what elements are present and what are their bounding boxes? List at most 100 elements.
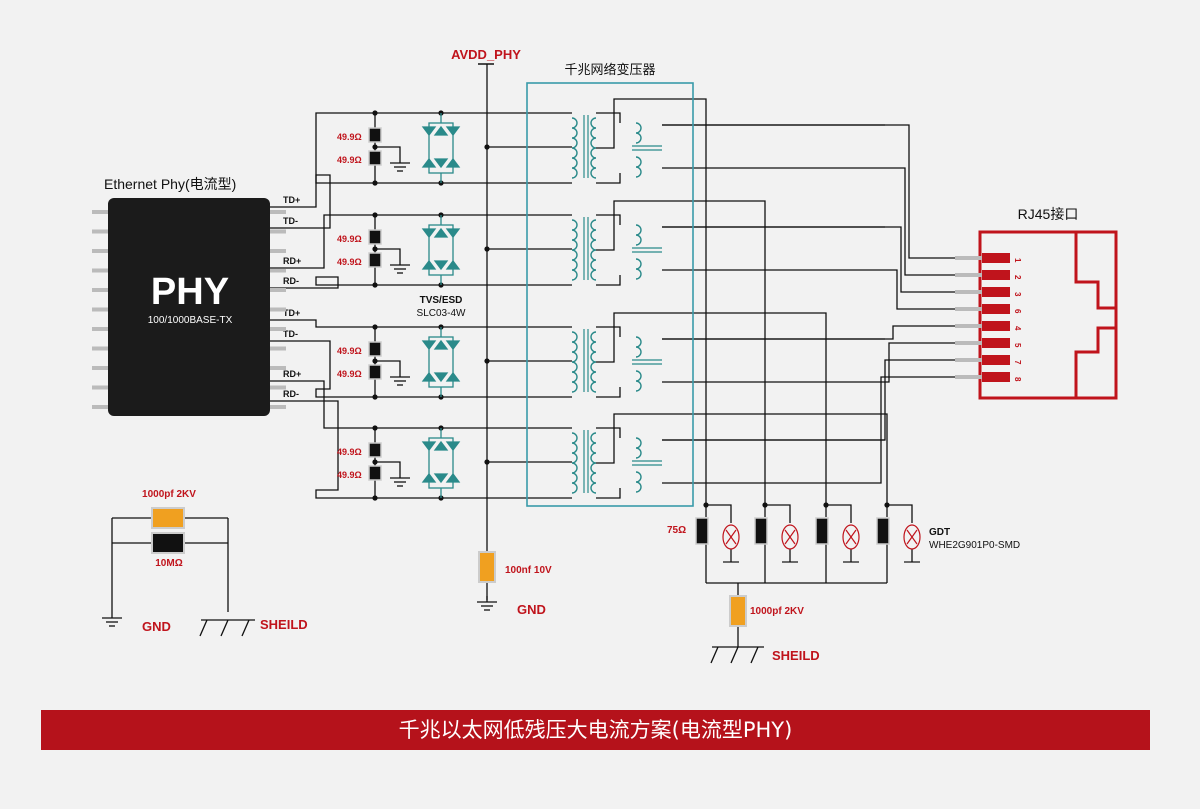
transformer-winding — [635, 122, 642, 144]
phy-pin-label: RD+ — [283, 256, 301, 266]
junction-dot — [372, 144, 378, 150]
gdt-part: WHE2G901P0-SMD — [929, 540, 1020, 551]
wire — [662, 376, 955, 484]
rj45-pin-number: 5 — [1013, 343, 1022, 348]
phy-pin-right — [270, 346, 286, 351]
transformer-winding — [635, 437, 642, 459]
wire — [662, 167, 955, 276]
termination-resistor — [368, 127, 382, 143]
footer-banner: 千兆以太网低残压大电流方案(电流型PHY) — [41, 710, 1150, 750]
wire — [596, 488, 621, 499]
wire — [596, 200, 766, 505]
decoupling-capacitor — [478, 551, 496, 583]
wire — [270, 319, 572, 328]
termination-resistor — [368, 150, 382, 166]
transformer-winding — [571, 331, 578, 393]
tvs-diode-array — [421, 327, 461, 397]
wire — [706, 504, 732, 523]
rj45-contact — [982, 304, 1010, 314]
rj45-lead — [955, 273, 982, 277]
rj45-lead — [955, 290, 982, 294]
chassis-cap-label: 1000pf 2KV — [142, 489, 196, 500]
decoupling-ground — [477, 596, 497, 611]
transformer-winding — [571, 117, 578, 179]
termination-resistor-label: 49.9Ω — [337, 257, 362, 267]
wire — [596, 427, 621, 438]
wire — [662, 325, 955, 340]
bob-capacitor — [729, 595, 747, 627]
wire — [596, 98, 707, 505]
wire — [270, 400, 572, 499]
transformer-box — [526, 82, 694, 507]
termination-resistor — [368, 341, 382, 357]
phy-pin-right — [270, 405, 286, 409]
wire — [887, 504, 913, 523]
wire — [270, 112, 572, 208]
chassis-resistor — [151, 532, 185, 554]
wire — [375, 248, 401, 259]
wire — [596, 173, 621, 184]
tvs-diode-array — [421, 113, 461, 183]
termination-resistor — [368, 364, 382, 380]
bob-shield-ground — [710, 646, 764, 664]
transformer-winding — [571, 219, 578, 281]
transformer-label: 千兆网络变压器 — [564, 62, 655, 77]
phy-pin-left — [92, 385, 108, 390]
wire — [270, 380, 572, 429]
junction-dot — [372, 394, 378, 400]
rj45-contact — [982, 253, 1010, 263]
wire — [596, 413, 888, 505]
wire — [596, 112, 621, 123]
phy-pin-left — [92, 249, 108, 253]
tvs-diode-array — [421, 428, 461, 498]
termination-resistor-label: 49.9Ω — [337, 369, 362, 379]
gdt-tube — [722, 524, 740, 550]
termination-resistor-label: 49.9Ω — [337, 132, 362, 142]
wire — [375, 146, 401, 157]
footer-title: 千兆以太网低残压大电流方案(电流型PHY) — [398, 718, 793, 742]
termination-resistor — [368, 229, 382, 245]
junction-dot — [484, 358, 490, 364]
phy-pin-label: TD- — [283, 329, 298, 339]
rj45-lead — [955, 307, 982, 311]
transformer-winding — [635, 370, 642, 392]
transformer-winding — [571, 432, 578, 494]
termination-ground — [390, 371, 410, 386]
rj45-pin-number: 7 — [1013, 360, 1022, 365]
termination-resistor-label: 49.9Ω — [337, 346, 362, 356]
chassis-capacitor — [151, 507, 185, 529]
gdt-series-resistor — [695, 517, 709, 545]
phy-pin-label: TD+ — [283, 308, 300, 318]
junction-dot — [372, 246, 378, 252]
phy-pin-right — [270, 385, 286, 390]
phy-pin-left — [92, 405, 108, 409]
phy-pin-label: RD+ — [283, 369, 301, 379]
rj45-pin-number: 3 — [1013, 292, 1022, 297]
termination-resistor-label: 49.9Ω — [337, 470, 362, 480]
rj45-pin-number: 2 — [1013, 275, 1022, 280]
termination-resistor-label: 49.9Ω — [337, 155, 362, 165]
junction-dot — [372, 425, 378, 431]
transformer-winding — [590, 117, 597, 179]
phy-chip-subtitle: 100/1000BASE-TX — [148, 315, 233, 326]
junction-dot — [484, 144, 490, 150]
wire — [270, 214, 572, 269]
termination-resistor — [368, 252, 382, 268]
phy-pin-label: TD- — [283, 216, 298, 226]
wire — [375, 360, 401, 371]
bob-cap-label: 1000pf 2KV — [750, 606, 804, 617]
junction-dot — [372, 495, 378, 501]
junction-dot — [372, 358, 378, 364]
tvs-title: TVS/ESD — [420, 295, 463, 306]
transformer-winding — [635, 471, 642, 493]
wire — [662, 342, 955, 383]
junction-dot — [884, 502, 890, 508]
rj45-tab — [1074, 232, 1116, 398]
phy-pin-right — [270, 249, 286, 253]
tvs-part: SLC03-4W — [417, 308, 466, 319]
bob-shield-label: SHEILD — [772, 648, 820, 663]
phy-pin-left — [92, 268, 108, 273]
transformer-winding — [590, 219, 597, 281]
gdt-series-resistor — [876, 517, 890, 545]
phy-pin-left — [92, 229, 108, 234]
